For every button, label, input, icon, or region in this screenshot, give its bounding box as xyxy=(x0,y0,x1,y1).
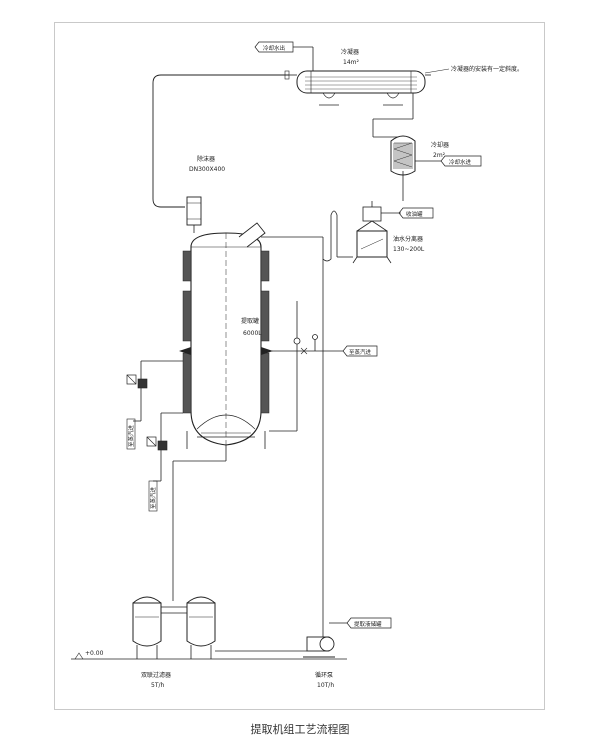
cooling-water-top-label: 冷却水出 xyxy=(263,44,285,52)
oil-tank-label: 收油罐 xyxy=(406,210,423,218)
steam-line xyxy=(269,301,343,432)
extractor-label: 提取罐 xyxy=(241,317,259,325)
oil-separator-label: 油水分离器 xyxy=(393,235,423,243)
condenser-area-label: 14m² xyxy=(343,59,359,66)
condenser-note: 冷凝器的安装有一定斜度。 xyxy=(451,65,523,73)
liquid-out-tag: 提取液储罐 xyxy=(346,617,392,629)
oil-separator-spec: 130~200L xyxy=(393,246,425,253)
pump-label: 循环泵 xyxy=(315,671,333,679)
duplex-filter xyxy=(132,596,216,659)
cooler-label: 冷却器 xyxy=(431,141,449,149)
left-steam-valves xyxy=(126,360,183,482)
steam-inlet-tag: 至蒸汽进 xyxy=(342,345,378,357)
circulation-pump xyxy=(303,601,347,658)
condenser-label: 冷凝器 xyxy=(341,48,359,56)
cooler-area-label: 2m² xyxy=(433,152,446,159)
condenser xyxy=(284,59,431,106)
steam-tag-1: 至蒸汽进 xyxy=(126,418,136,450)
ground-level: +0.00 xyxy=(71,650,347,660)
defoamer-label: 除沫器 xyxy=(197,155,215,163)
liquid-out-label: 提取液储罐 xyxy=(354,620,382,628)
drawing-frame: 冷却水出 冷凝器 14m² 冷凝器的安装有一定斜度。 冷却器 2m² 冷却水进 … xyxy=(54,22,545,710)
cooler xyxy=(372,101,441,201)
process-flow-diagram: 冷却水出 冷凝器 14m² 冷凝器的安装有一定斜度。 冷却器 2m² 冷却水进 … xyxy=(71,41,523,689)
level-zero-label: +0.00 xyxy=(85,650,104,657)
pump-spec-label: 10T/h xyxy=(317,682,334,689)
defoamer xyxy=(186,196,202,233)
steam-tag-2-label: 至蒸汽进 xyxy=(149,486,157,509)
extraction-tank xyxy=(179,222,273,449)
steam-tag-2: 至蒸汽进 xyxy=(148,480,158,512)
cooling-water-out-tag: 冷却水出 xyxy=(254,41,314,59)
oil-water-separator xyxy=(261,201,401,264)
filter-label: 双联过滤器 xyxy=(141,671,171,679)
cooling-water-in-tag: 冷却水进 xyxy=(440,155,482,167)
figure-caption: 提取机组工艺流程图 xyxy=(250,723,350,736)
oil-tank-tag: 收油罐 xyxy=(398,207,434,219)
steam-tag-1-label: 至蒸汽进 xyxy=(127,424,135,447)
extractor-volume-label: 6000L xyxy=(243,330,262,337)
cooling-water-right-label: 冷却水进 xyxy=(449,158,472,166)
defoamer-spec-label: DN300X400 xyxy=(189,166,225,173)
filter-spec-label: 5T/h xyxy=(151,682,165,689)
steam-inlet-label: 至蒸汽进 xyxy=(349,348,372,356)
